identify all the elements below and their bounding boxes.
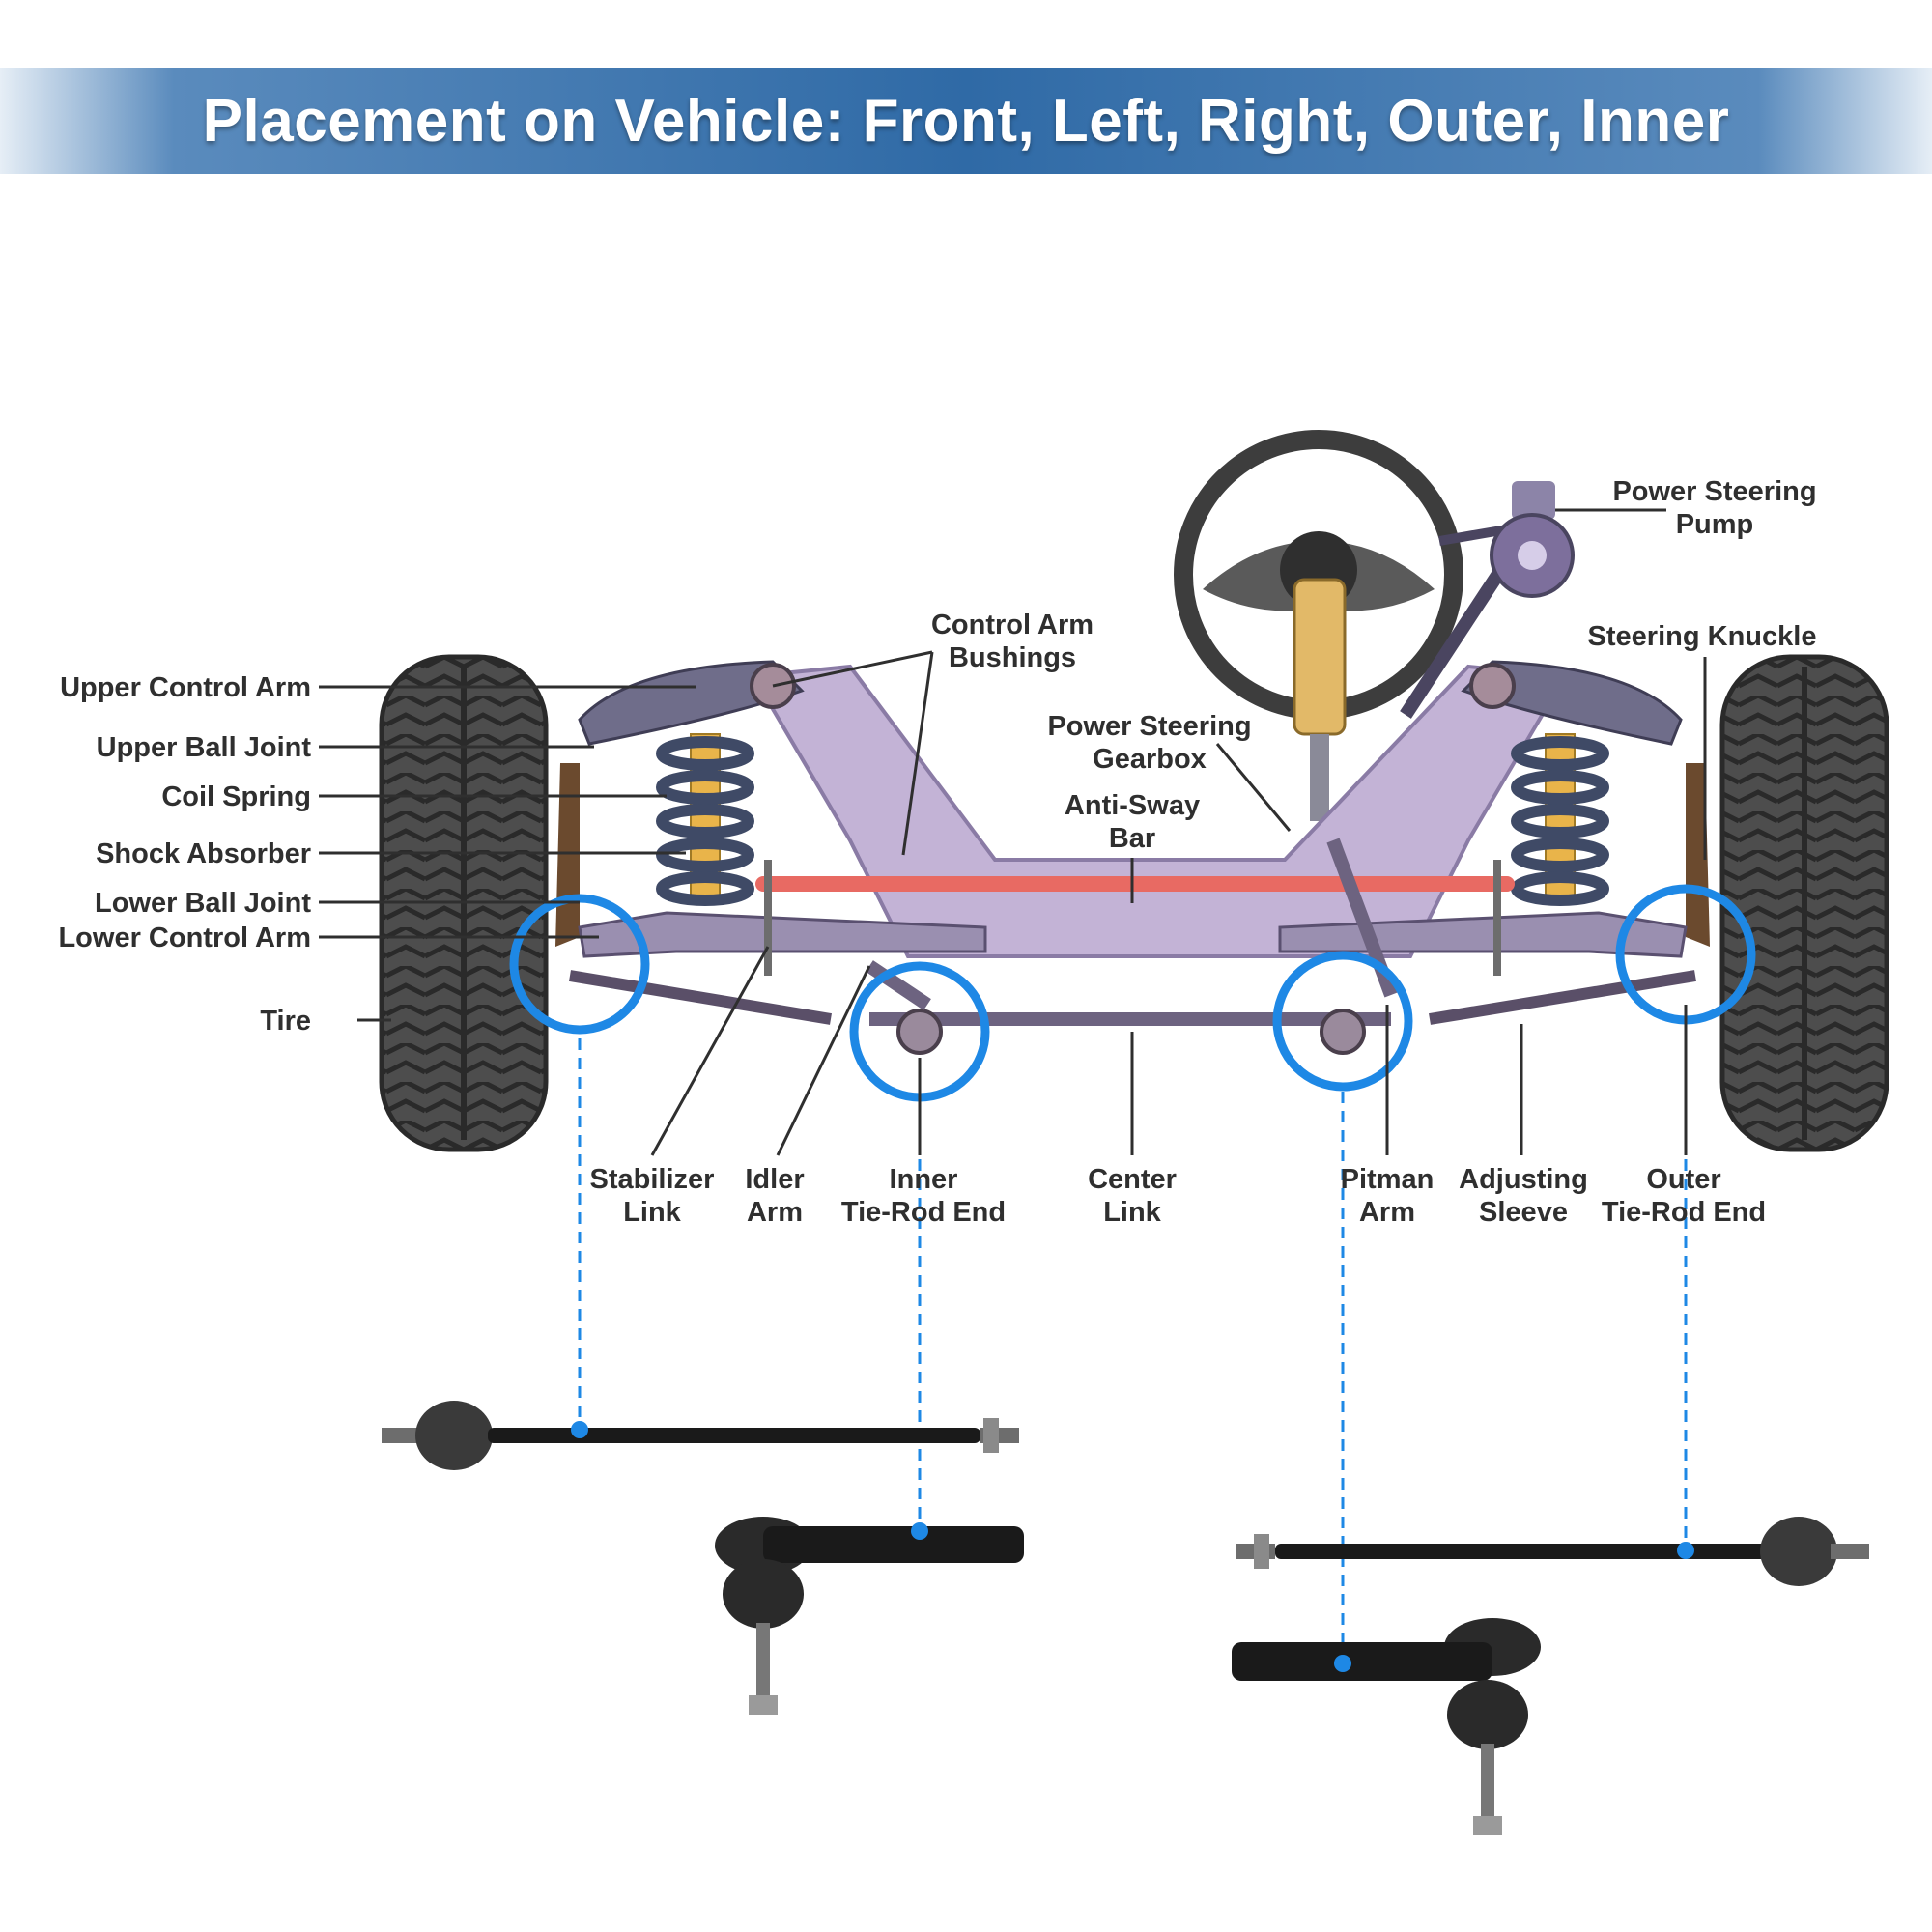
power-steering-pump [1400,481,1575,719]
label-upper-control-arm: Upper Control Arm [60,672,311,703]
title-banner: Placement on Vehicle: Front, Left, Right… [0,68,1932,174]
inner-tie-rod-right [1236,1517,1869,1586]
label-upper-ball-joint: Upper Ball Joint [97,732,312,763]
right-lower-control-arm [1278,911,1688,958]
label-center-link-1: Center [1088,1164,1177,1195]
outer-tie-rod-end-left [715,1517,1024,1715]
label-idler-arm-2: Arm [747,1197,803,1228]
label-center-link-2: Link [1103,1197,1161,1228]
left-lower-control-arm [578,911,987,958]
label-shock-absorber: Shock Absorber [96,838,311,869]
label-outer-tie-rod-end-1: Outer [1646,1164,1720,1195]
label-anti-sway-bar-2: Bar [1109,823,1155,854]
label-power-steering-pump-1: Power Steering [1612,476,1816,507]
right-tie-rod [1429,970,1696,1025]
label-coil-spring: Coil Spring [161,781,311,812]
idler-arm [866,960,931,1010]
label-steering-knuckle: Steering Knuckle [1588,621,1817,652]
left-steering-knuckle [555,763,580,947]
label-pitman-arm-2: Arm [1359,1197,1415,1228]
right-coil-spring [1511,736,1609,906]
label-power-steering-gearbox-2: Gearbox [1093,744,1207,775]
label-stabilizer-link-1: Stabilizer [590,1164,715,1195]
right-tire [1719,654,1889,1152]
label-anti-sway-bar-1: Anti-Sway [1065,790,1200,821]
label-lower-control-arm: Lower Control Arm [58,923,311,953]
label-adjusting-sleeve-2: Sleeve [1479,1197,1568,1228]
label-lower-ball-joint: Lower Ball Joint [95,888,311,919]
label-idler-arm-1: Idler [745,1164,804,1195]
label-stabilizer-link-2: Link [623,1197,681,1228]
label-adjusting-sleeve-1: Adjusting [1459,1164,1588,1195]
label-power-steering-gearbox-1: Power Steering [1047,711,1251,742]
label-control-arm-bushings-2: Bushings [949,642,1076,673]
inner-tie-rod-left [382,1401,1019,1470]
right-upper-control-arm [1461,660,1683,746]
label-inner-tie-rod-end-1: Inner [890,1164,958,1195]
left-upper-control-arm [578,660,805,746]
label-power-steering-pump-2: Pump [1676,509,1754,540]
label-tire: Tire [260,1006,311,1037]
steering-column [1293,578,1347,821]
highlight-left-outer [509,894,650,1035]
label-pitman-arm-1: Pitman [1341,1164,1435,1195]
label-control-arm-bushings-1: Control Arm [931,610,1094,640]
highlight-right-inner [1272,951,1413,1092]
outer-tie-rod-end-right [1232,1618,1541,1835]
label-outer-tie-rod-end-2: Tie-Rod End [1602,1197,1766,1228]
left-coil-spring [656,736,754,906]
left-tie-rod [569,970,832,1025]
page-title: Placement on Vehicle: Front, Left, Right… [202,87,1730,155]
label-inner-tie-rod-end-2: Tie-Rod End [841,1197,1006,1228]
